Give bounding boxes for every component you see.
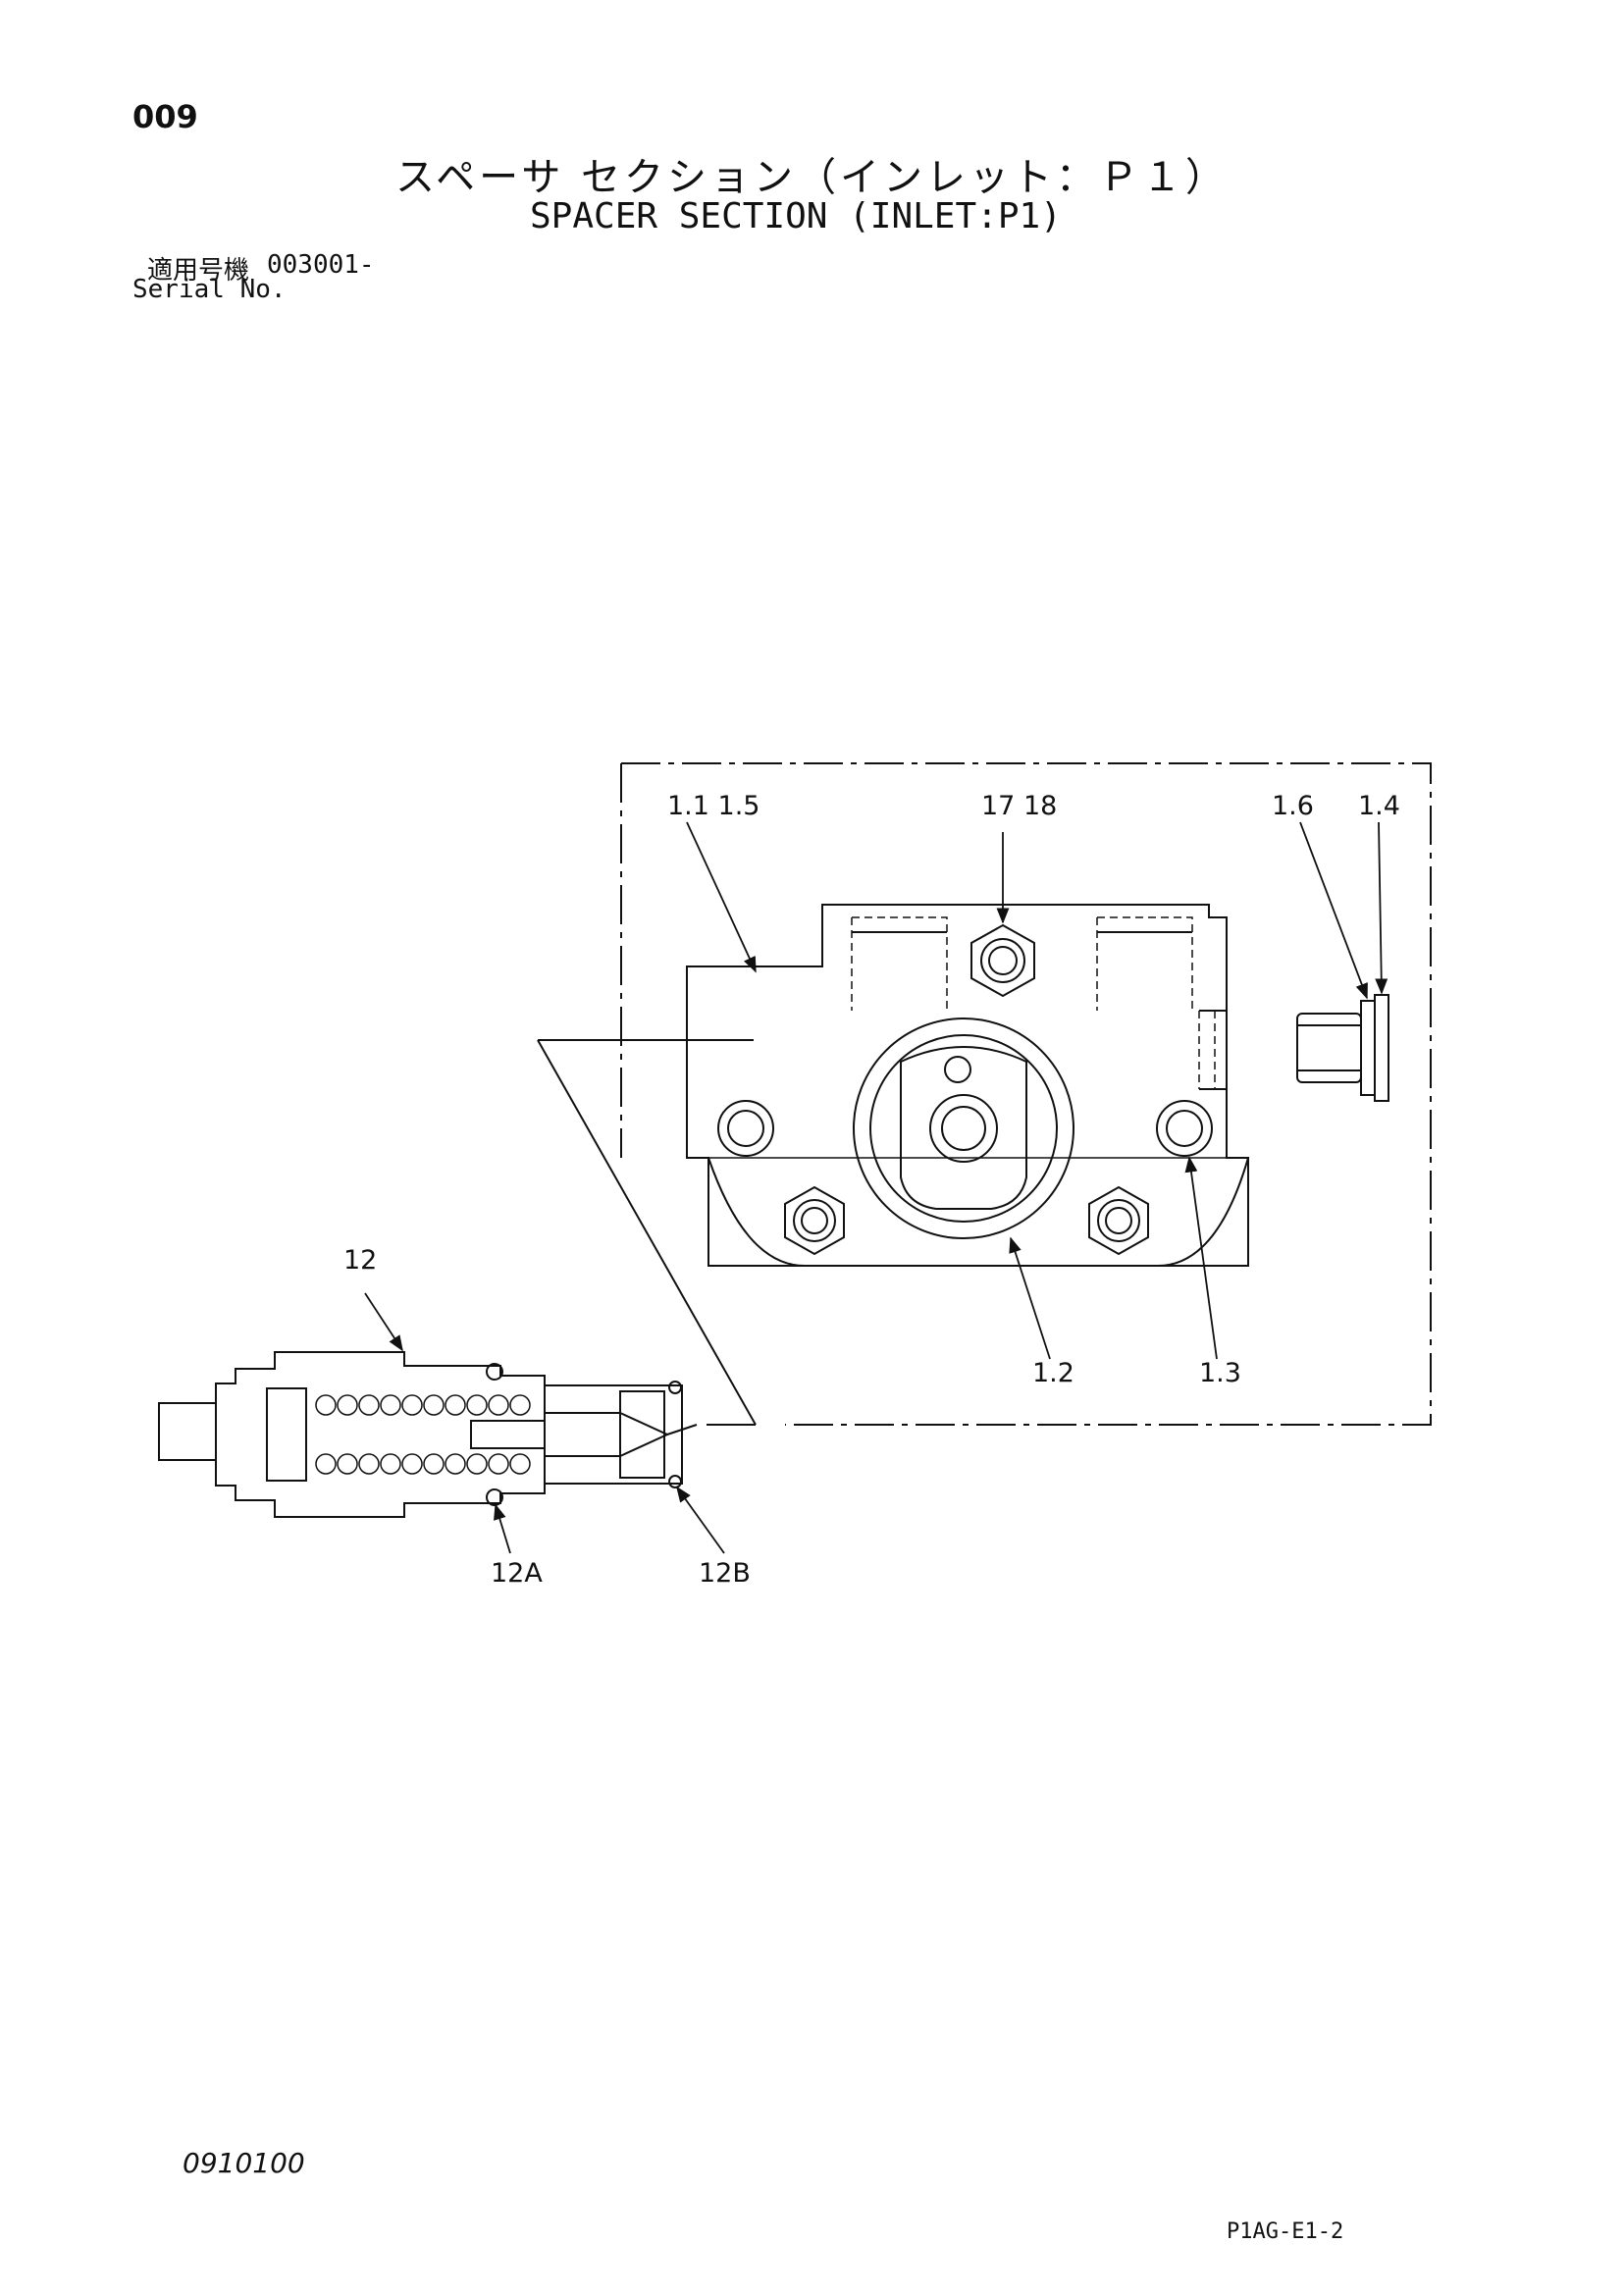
title-english: SPACER SECTION (INLET:P1)	[530, 196, 1062, 236]
callout-1-1-1-5: 1.1 1.5	[667, 791, 760, 821]
callout-1-4: 1.4	[1358, 791, 1400, 821]
relief-valve	[158, 1351, 683, 1518]
callout-17-18: 17 18	[981, 791, 1057, 821]
serial-label-english: Serial No.	[132, 275, 287, 304]
plug-bottom-left	[784, 1185, 845, 1256]
top-plug	[970, 923, 1035, 998]
serial-value: 003001-	[267, 250, 375, 280]
footer-code: 0910100	[183, 2147, 305, 2179]
callout-1-3: 1.3	[1199, 1358, 1241, 1388]
detail-frame	[621, 762, 1432, 1426]
callout-12B: 12B	[699, 1558, 751, 1589]
side-plug	[1296, 994, 1389, 1102]
leader-1-2	[1009, 1236, 1051, 1360]
callout-1-6: 1.6	[1272, 791, 1314, 821]
bolt-hole-left	[717, 1100, 774, 1157]
page-number: 009	[132, 98, 198, 135]
leader-12A	[494, 1503, 511, 1554]
plug-bottom-right	[1088, 1185, 1149, 1256]
callout-1-2: 1.2	[1032, 1358, 1074, 1388]
leader-12B	[676, 1486, 725, 1554]
leader-1-4	[1375, 821, 1388, 995]
projection-line	[537, 1039, 757, 1435]
central-port	[853, 1018, 1074, 1239]
title-japanese: スペーサ セクション（インレット：Ｐ１）	[394, 155, 1230, 200]
leader-1-1-1-5	[686, 821, 757, 973]
leader-1-6	[1299, 821, 1368, 1000]
serial-label-japanese: 適用号機	[147, 256, 250, 286]
spacer-body	[686, 904, 1249, 1267]
leader-1-3	[1184, 1156, 1218, 1360]
callout-12A: 12A	[491, 1558, 543, 1589]
leader-12	[364, 1292, 403, 1352]
callout-12: 12	[343, 1245, 377, 1276]
document-code: P1AG-E1-2	[1227, 2219, 1344, 2244]
bolt-hole-right	[1156, 1100, 1213, 1157]
